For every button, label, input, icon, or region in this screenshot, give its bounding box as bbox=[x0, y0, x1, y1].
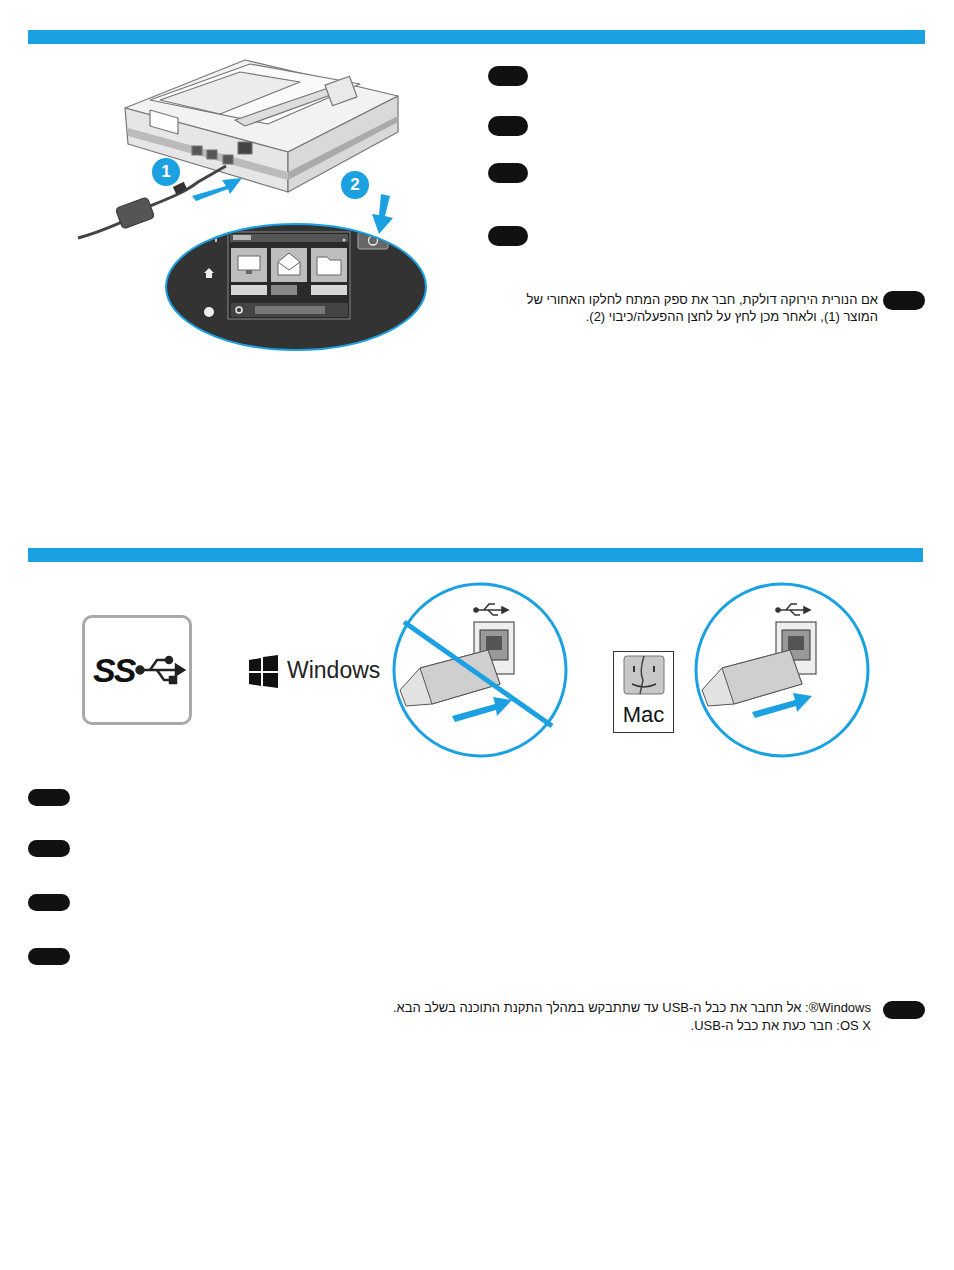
node-label: Mac bbox=[623, 702, 665, 728]
node-label: 2 bbox=[350, 175, 359, 195]
os-name: Windows bbox=[287, 657, 397, 684]
instruction-text: אם הנורית הירוקה דולקת, חבר את ספק המתח … bbox=[512, 291, 878, 325]
usb-connect-later bbox=[394, 584, 566, 756]
usb-symbol bbox=[137, 657, 185, 683]
usb-superspeed-logo: SS bbox=[82, 615, 192, 725]
callout-number: 1 bbox=[152, 158, 180, 186]
section-bar bbox=[28, 548, 923, 562]
node-label: 1 bbox=[161, 162, 170, 182]
node-label: SS bbox=[93, 651, 134, 690]
instruction-text: OS X: חבר כעת את כבל ה-USB. bbox=[330, 1017, 871, 1034]
control-panel-inset bbox=[160, 215, 430, 355]
mac-logo: Mac bbox=[613, 651, 674, 733]
instruction-text: Windows®: אל תחבר את כבל ה-USB עד שתתבקש… bbox=[330, 999, 871, 1016]
windows-logo bbox=[249, 655, 278, 688]
callout-number: 2 bbox=[341, 171, 369, 199]
language-pills bbox=[28, 66, 925, 1019]
finder-icon bbox=[624, 656, 664, 694]
section-bar bbox=[28, 30, 925, 44]
press-arrow bbox=[372, 194, 393, 234]
usb-connect-now bbox=[696, 584, 868, 756]
insert-arrow bbox=[192, 178, 242, 201]
